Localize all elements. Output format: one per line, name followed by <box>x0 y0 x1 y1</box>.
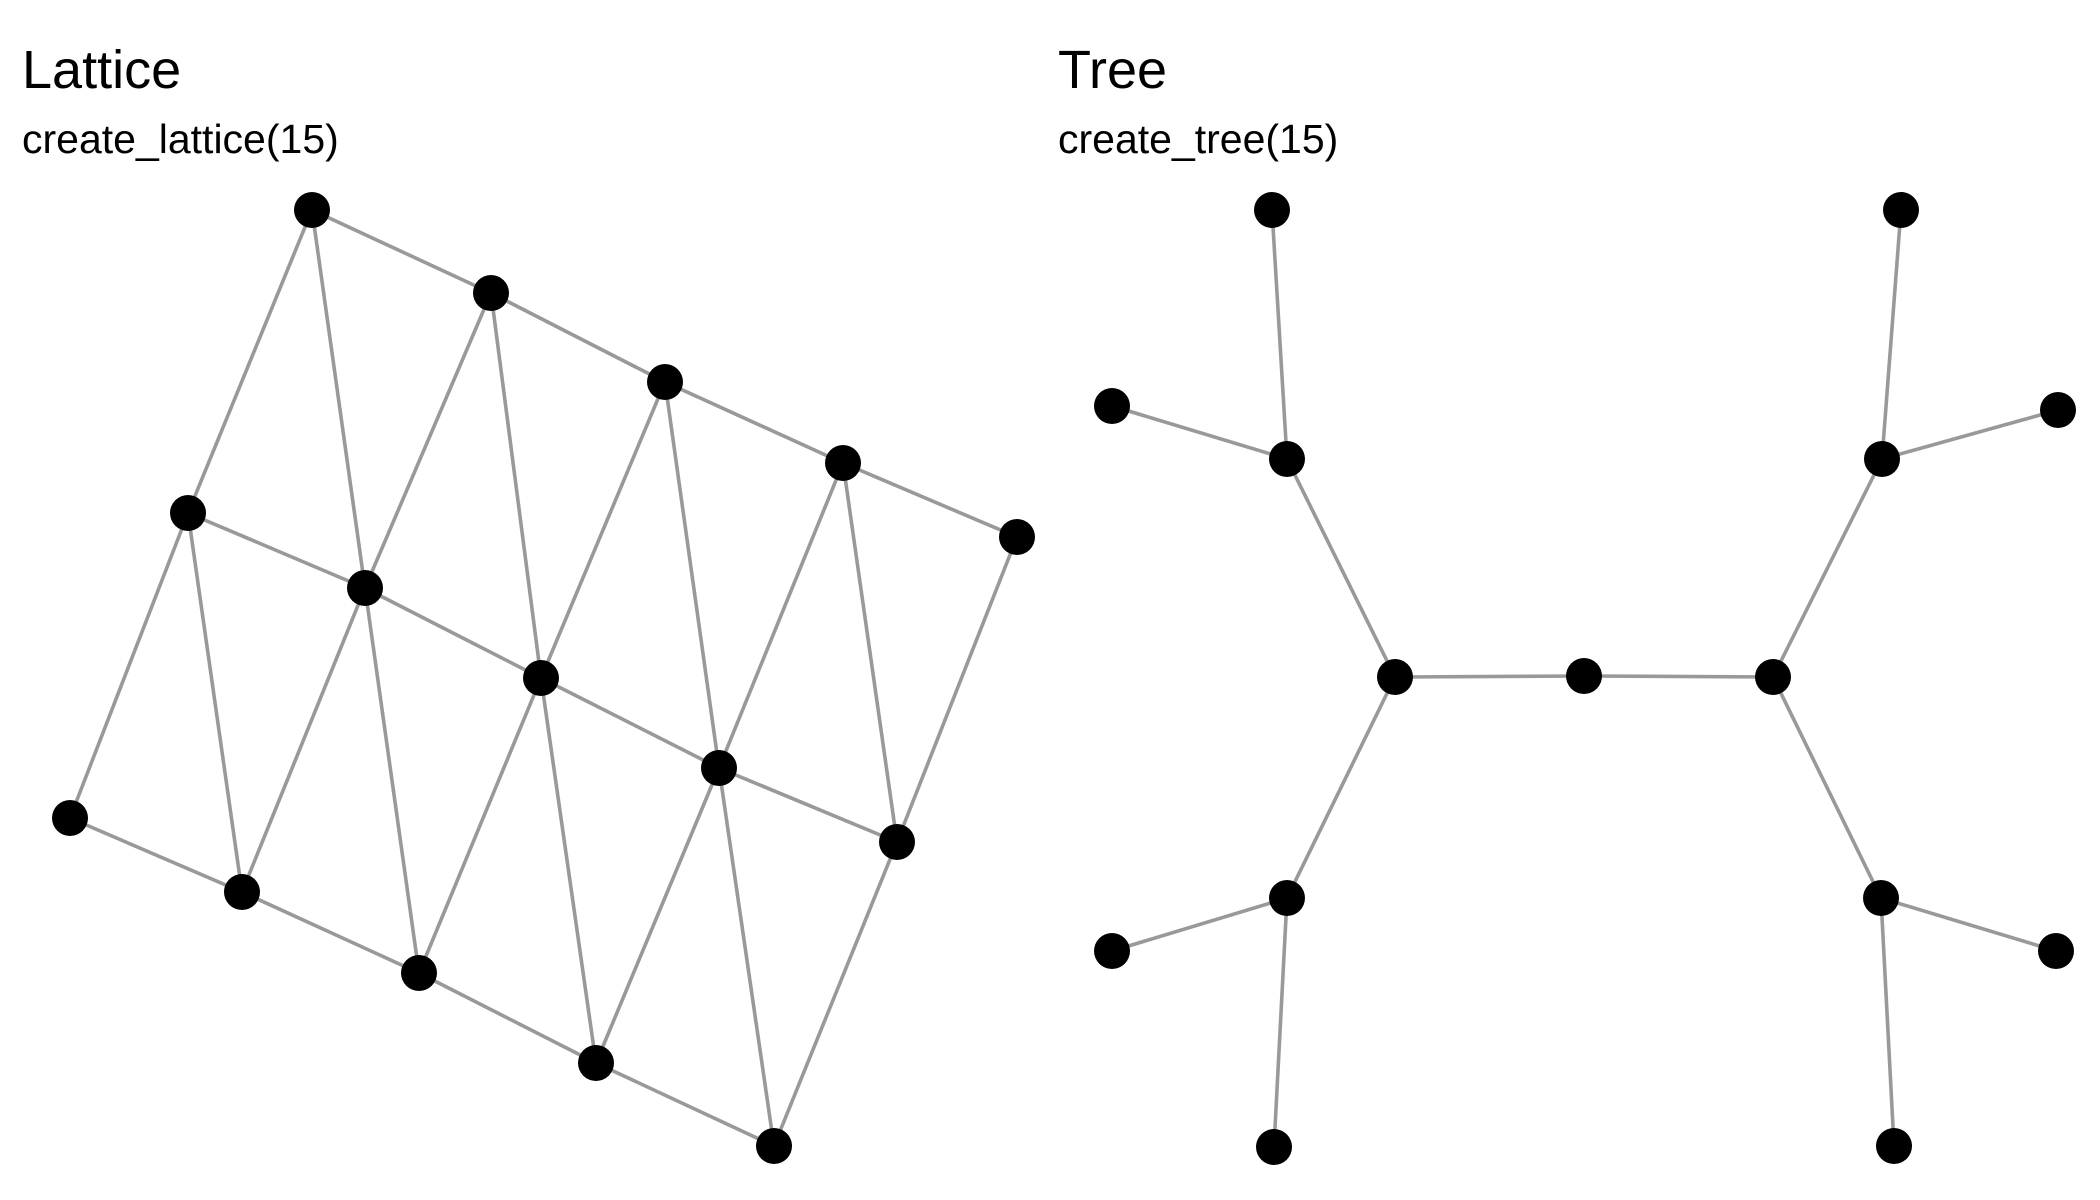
lattice-edge <box>664 380 844 465</box>
lattice-edges <box>68 208 1019 1148</box>
lattice-edge <box>489 292 543 679</box>
lattice-edge <box>841 462 899 843</box>
lattice-edge <box>539 381 667 679</box>
tree-node <box>1863 880 1899 916</box>
lattice-subtitle: create_lattice(15) <box>22 116 339 162</box>
lattice-node <box>294 192 330 228</box>
tree-edge <box>1272 897 1289 1148</box>
lattice-node <box>523 660 559 696</box>
lattice-node <box>170 495 206 531</box>
lattice-graph <box>52 192 1035 1164</box>
lattice-node <box>401 955 437 991</box>
lattice-node <box>52 800 88 836</box>
lattice-edge <box>418 971 597 1065</box>
tree-subtitle: create_tree(15) <box>1058 116 1339 162</box>
lattice-edge <box>364 586 542 680</box>
lattice-edge <box>772 841 899 1147</box>
lattice-node <box>347 570 383 606</box>
lattice-edge <box>594 767 721 1064</box>
tree-node <box>1254 192 1290 228</box>
tree-node <box>1864 441 1900 477</box>
tree-node <box>1256 1129 1292 1165</box>
tree-edge <box>1270 209 1289 460</box>
lattice-edge <box>69 816 243 894</box>
lattice-node <box>647 364 683 400</box>
lattice-title: Lattice <box>22 40 182 100</box>
tree-node <box>1755 659 1791 695</box>
lattice-edge <box>540 676 720 770</box>
lattice-edge <box>187 511 366 590</box>
lattice-edge <box>186 209 314 514</box>
tree-node <box>1876 1128 1912 1164</box>
lattice-edge <box>311 208 492 295</box>
lattice-edge <box>717 767 776 1147</box>
lattice-edge <box>842 461 1018 539</box>
tree-graph <box>1094 192 2076 1165</box>
tree-node <box>2038 933 2074 969</box>
lattice-edge <box>490 291 666 384</box>
lattice-node <box>756 1128 792 1164</box>
tree-node <box>1566 658 1602 694</box>
tree-edge <box>1285 676 1397 899</box>
lattice-edge <box>68 512 190 819</box>
lattice-edge <box>363 292 493 589</box>
tree-edge <box>1285 458 1397 678</box>
tree-node <box>1269 441 1305 477</box>
tree-node <box>1883 192 1919 228</box>
lattice-nodes <box>52 192 1035 1164</box>
lattice-edge <box>895 536 1019 843</box>
lattice-edge <box>241 890 420 975</box>
lattice-edge <box>718 766 898 844</box>
lattice-edge <box>717 462 845 769</box>
tree-nodes <box>1094 192 2076 1165</box>
tree-node <box>1269 880 1305 916</box>
tree-title: Tree <box>1058 40 1168 100</box>
tree-edge <box>1880 209 1903 460</box>
lattice-edge <box>363 587 421 974</box>
lattice-edge <box>663 381 721 769</box>
lattice-edge <box>417 677 543 974</box>
tree-edge <box>1583 674 1774 679</box>
tree-edge <box>1879 897 1896 1147</box>
lattice-node <box>825 445 861 481</box>
tree-node <box>1094 933 1130 969</box>
tree-edge <box>1771 676 1883 899</box>
tree-edge <box>1771 458 1884 678</box>
lattice-node <box>224 874 260 910</box>
tree-edge <box>1111 896 1288 953</box>
lattice-node <box>999 519 1035 555</box>
lattice-node <box>879 824 915 860</box>
tree-edge <box>1880 896 2057 953</box>
lattice-edge <box>595 1061 775 1148</box>
tree-node <box>1094 388 1130 424</box>
tree-node <box>1377 659 1413 695</box>
lattice-edge <box>186 512 244 893</box>
lattice-node <box>701 750 737 786</box>
tree-edge <box>1881 408 2059 461</box>
tree-edges <box>1111 209 2059 1148</box>
tree-edge <box>1111 404 1288 461</box>
lattice-edge <box>539 677 598 1064</box>
lattice-edge <box>310 209 367 589</box>
lattice-node <box>473 275 509 311</box>
lattice-node <box>578 1045 614 1081</box>
tree-edge <box>1394 674 1585 679</box>
lattice-edge <box>240 587 367 893</box>
tree-node <box>2040 392 2076 428</box>
